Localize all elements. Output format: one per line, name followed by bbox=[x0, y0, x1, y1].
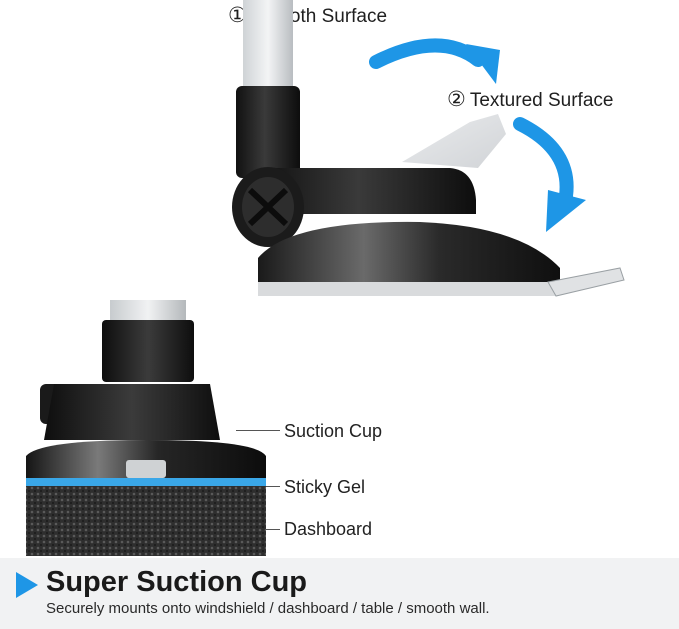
gooseneck-arm bbox=[243, 0, 293, 92]
sticky-gel-leader bbox=[266, 486, 280, 487]
sticky-gel-callout: Sticky Gel bbox=[284, 477, 366, 497]
suction-cup-leader bbox=[236, 430, 280, 431]
base-body-bottom bbox=[44, 384, 220, 440]
suction-cup-callout: Suction Cup bbox=[284, 421, 383, 441]
feature-banner: Super Suction Cup Securely mounts onto w… bbox=[0, 558, 679, 629]
circled-one-icon: ① bbox=[228, 4, 247, 27]
circled-two-icon: ② bbox=[447, 88, 466, 111]
triangle-marker-icon bbox=[16, 572, 38, 598]
sticky-gel-layer bbox=[26, 478, 266, 486]
suction-cup-bottom bbox=[26, 440, 266, 478]
mount-rotation-illustration bbox=[232, 0, 625, 297]
lever-ghost bbox=[402, 114, 506, 168]
curved-arrow-icon-2 bbox=[513, 117, 574, 203]
dashboard-leader bbox=[266, 529, 280, 530]
dashboard-callout: Dashboard bbox=[284, 519, 373, 539]
base-body bbox=[262, 168, 476, 214]
step-2-text: Textured Surface bbox=[469, 90, 614, 111]
release-tab bbox=[547, 267, 625, 297]
banner-title: Super Suction Cup bbox=[46, 566, 307, 598]
suction-cup-dome bbox=[258, 221, 560, 282]
arm-collar-bottom bbox=[102, 320, 194, 382]
dashboard-texture bbox=[26, 486, 266, 556]
curved-arrow-icon bbox=[369, 38, 485, 69]
arm-collar bbox=[236, 86, 300, 178]
suction-cup-cross-section bbox=[26, 300, 266, 556]
banner-subtitle: Securely mounts onto windshield / dashbo… bbox=[46, 600, 490, 617]
cup-rim bbox=[258, 282, 558, 296]
